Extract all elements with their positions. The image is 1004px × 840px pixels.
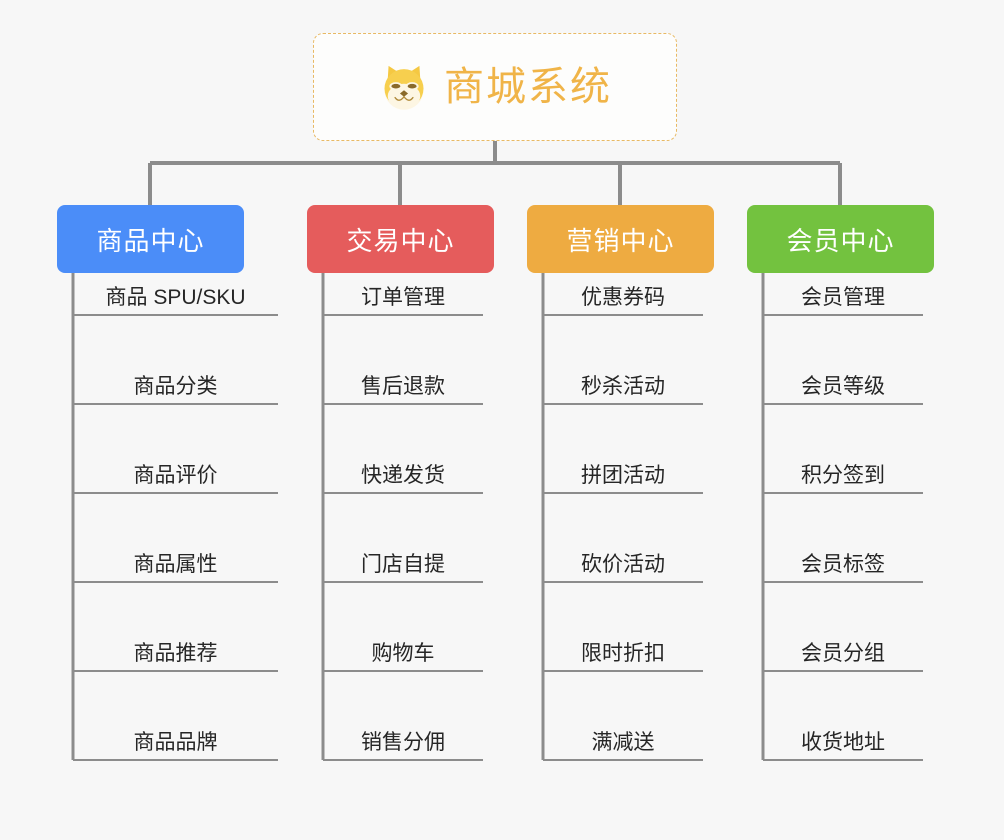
leaf-item-label: 商品品牌 [133,730,218,754]
leaf-item[interactable]: 秒杀活动 [543,360,703,404]
leaf-item-label: 购物车 [371,641,435,665]
leaf-item-label: 商品评价 [133,463,218,487]
leaf-item[interactable]: 购物车 [323,627,483,671]
leaf-item[interactable]: 商品评价 [73,449,278,493]
leaf-item-label: 会员标签 [801,552,885,576]
leaf-item[interactable]: 售后退款 [323,360,483,404]
leaf-item-label: 商品分类 [133,374,218,398]
root-node[interactable]: 商城系统 [313,33,677,141]
leaf-item-label: 快递发货 [361,463,445,487]
shiba-dog-icon [384,65,424,110]
leaf-item-label: 拼团活动 [581,463,665,487]
leaf-item-label: 优惠券码 [581,285,665,309]
leaf-item[interactable]: 商品推荐 [73,627,278,671]
leaf-item-label: 限时折扣 [581,641,665,665]
leaf-item[interactable]: 限时折扣 [543,627,703,671]
category-header-1[interactable]: 商品中心 [57,205,244,273]
leaf-item-label: 积分签到 [801,463,885,487]
leaf-item-label: 满减送 [591,730,655,754]
leaf-item-label: 会员等级 [801,374,885,398]
leaf-item[interactable]: 商品 SPU/SKU [73,271,278,315]
leaf-item[interactable]: 积分签到 [763,449,923,493]
leaf-item-label: 会员管理 [801,285,885,309]
root-title: 商城系统 [444,65,612,109]
leaf-item-label: 商品 SPU/SKU [105,285,246,309]
leaf-item[interactable]: 会员分组 [763,627,923,671]
leaf-item[interactable]: 砍价活动 [543,538,703,582]
category-header-label: 营销中心 [566,225,675,256]
leaf-item-label: 收货地址 [801,730,885,754]
leaf-item[interactable]: 订单管理 [323,271,483,315]
category-header-label: 商品中心 [96,225,205,256]
category-header-label: 交易中心 [346,225,455,256]
leaf-item-label: 会员分组 [801,641,885,665]
leaf-item[interactable]: 商品品牌 [73,716,278,760]
leaf-item[interactable]: 会员标签 [763,538,923,582]
leaf-item-label: 订单管理 [361,285,445,309]
leaf-item[interactable]: 拼团活动 [543,449,703,493]
category-header-3[interactable]: 营销中心 [527,205,714,273]
leaf-item[interactable]: 门店自提 [323,538,483,582]
leaf-item-label: 商品属性 [133,552,218,576]
category-header-label: 会员中心 [786,225,895,256]
leaf-item[interactable]: 快递发货 [323,449,483,493]
leaf-item-label: 销售分佣 [361,730,445,754]
leaf-item-label: 秒杀活动 [581,374,665,398]
category-header-2[interactable]: 交易中心 [307,205,494,273]
leaf-item[interactable]: 收货地址 [763,716,923,760]
leaf-item[interactable]: 商品分类 [73,360,278,404]
leaf-item[interactable]: 商品属性 [73,538,278,582]
leaf-item[interactable]: 会员管理 [763,271,923,315]
leaf-item[interactable]: 优惠券码 [543,271,703,315]
leaf-item-label: 砍价活动 [581,552,665,576]
leaf-item-label: 门店自提 [361,552,445,576]
leaf-item-label: 售后退款 [361,374,445,398]
category-header-4[interactable]: 会员中心 [747,205,934,273]
leaf-item[interactable]: 会员等级 [763,360,923,404]
leaf-item[interactable]: 满减送 [543,716,703,760]
leaf-item-label: 商品推荐 [133,641,218,665]
leaf-item[interactable]: 销售分佣 [323,716,483,760]
